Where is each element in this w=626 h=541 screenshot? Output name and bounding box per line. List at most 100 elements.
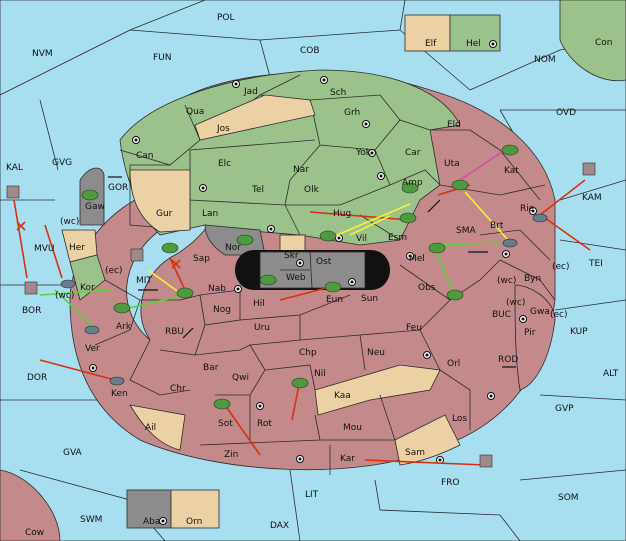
sea-label: FUN <box>153 53 172 63</box>
coast-label: (ec) <box>550 310 568 320</box>
province-label: Pir <box>524 328 536 338</box>
province-label: Kat <box>504 166 519 176</box>
retreat-unit <box>130 248 144 262</box>
sea-label: GOR <box>108 183 128 193</box>
province-label: Eld <box>447 120 461 130</box>
army-unit <box>291 377 309 389</box>
army-unit <box>259 274 277 286</box>
province-label: Mou <box>343 423 362 433</box>
army-unit <box>451 179 469 191</box>
province-label: Nil <box>314 369 326 379</box>
province-label: Uru <box>254 323 270 333</box>
province-label: Kar <box>340 454 355 464</box>
province-jos[interactable] <box>194 94 316 141</box>
sea-label: SOM <box>558 493 579 503</box>
sea-label: RBU <box>165 327 184 337</box>
province-labels: Jad Sch Qua Jos Grh Can Elc Nar Yok Car … <box>69 87 550 464</box>
province-label: Eun <box>326 295 343 305</box>
province-label: Elc <box>218 159 231 169</box>
province-label: Nar <box>293 165 309 175</box>
province-label: Kor <box>80 283 95 293</box>
province-label: Ver <box>85 344 100 354</box>
army-unit <box>501 144 519 156</box>
province-label: Qwi <box>232 373 249 383</box>
army-unit <box>399 212 417 224</box>
army-unit <box>446 289 464 301</box>
sea-label: ROD <box>498 355 518 365</box>
province-label: Yok <box>355 148 372 158</box>
sea-label: KUP <box>570 327 588 337</box>
province-pir[interactable] <box>514 284 556 391</box>
legend-labels: Elf Hel Aba Orn <box>143 39 481 527</box>
north-borders <box>119 74 441 241</box>
coast-label: (wc) <box>55 291 74 301</box>
province-label: Chr <box>170 384 186 394</box>
province-label: Esm <box>388 233 407 243</box>
province-label: Jad <box>243 87 258 97</box>
legend-hel: Hel <box>466 39 481 49</box>
province-ail[interactable] <box>129 404 186 451</box>
province-label: Jos <box>216 124 230 134</box>
sea-label: POL <box>217 13 235 23</box>
province-web-ost[interactable] <box>259 251 366 289</box>
province-sam[interactable] <box>394 414 461 466</box>
coast-connectors <box>108 176 516 368</box>
province-label: Zin <box>224 450 238 460</box>
sea-label: SMA <box>456 226 476 236</box>
sea-label: NOM <box>534 55 556 65</box>
supply-centers <box>89 40 537 525</box>
province-label: Gwa <box>530 307 550 317</box>
army-unit <box>401 182 419 194</box>
province-label: Can <box>136 151 154 161</box>
province-kaa[interactable] <box>314 364 441 416</box>
province-label: Sun <box>361 294 378 304</box>
province-label: Vil <box>356 234 367 244</box>
province-label: Lan <box>202 209 218 219</box>
sea-label: Cow <box>25 528 44 538</box>
province-label: Ail <box>145 423 156 433</box>
province-label: Ark <box>116 322 132 332</box>
sea-zone-labels: POL NVM FUN COB NOM Con OVD KAL GVG GOR … <box>6 13 619 538</box>
province-label: Ost <box>316 257 332 267</box>
sea-label: ALT <box>603 369 619 379</box>
province-label: Gaw <box>85 202 105 212</box>
province-label: Neu <box>367 348 385 358</box>
legend-orn: Orn <box>186 517 202 527</box>
province-label: Sch <box>330 88 346 98</box>
province-label: Bar <box>203 363 219 373</box>
fleet-unit <box>502 238 518 248</box>
province-label: Sam <box>405 448 425 458</box>
province-label: Web <box>286 273 306 283</box>
province-label: Skr <box>284 251 299 261</box>
sea-label: BOR <box>22 306 41 316</box>
fleet-unit <box>109 376 125 386</box>
sea-label: COB <box>300 46 320 56</box>
army-unit <box>324 281 342 293</box>
retreat-unit <box>6 185 20 199</box>
coast-label: (wc) <box>506 298 525 308</box>
province-label: Rie <box>520 204 535 214</box>
province-label: Uta <box>444 159 460 169</box>
army-unit <box>81 189 99 201</box>
legend-elf-box <box>404 14 451 52</box>
sea-label: KAL <box>6 163 23 173</box>
province-label: Los <box>452 414 467 424</box>
province-label: Amp <box>402 178 423 188</box>
province-label: Kaa <box>334 391 351 401</box>
coast-label: (wc) <box>60 217 79 227</box>
fleet-units[interactable] <box>6 162 596 468</box>
province-label: Nog <box>213 305 231 315</box>
sea-label: NVM <box>32 49 53 59</box>
army-units[interactable] <box>81 144 519 410</box>
sea-label: TEI <box>588 259 603 269</box>
province-label: Nab <box>208 284 226 294</box>
province-label: Gur <box>156 209 173 219</box>
sea-label: DAX <box>270 521 289 531</box>
province-gur[interactable] <box>129 169 191 233</box>
retreat-unit <box>479 454 493 468</box>
legend-elf: Elf <box>425 39 437 49</box>
sea-label: MVU <box>34 244 55 254</box>
province-label: Hil <box>253 299 265 309</box>
sea-label: BUC <box>492 310 511 320</box>
